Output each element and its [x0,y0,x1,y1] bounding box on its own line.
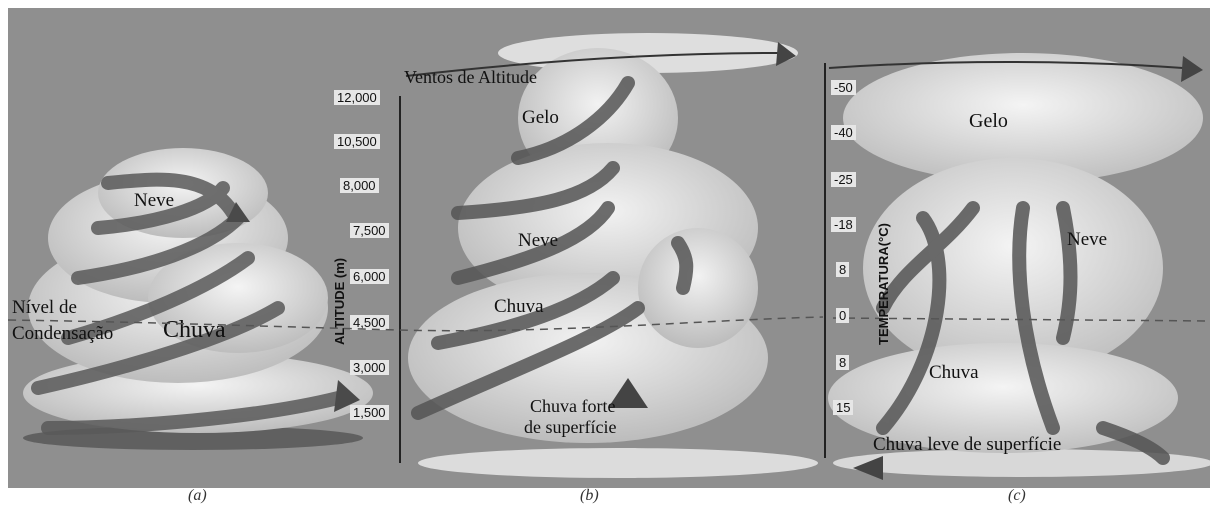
altitude-axis-title: ALTITUDE (m) [332,258,347,345]
panel-b: Ventos de Altitude Gelo Neve Chuva Chuva… [398,8,823,488]
temperature-tick: 8 [836,355,849,370]
label-condensation-line1: Nível de [12,298,77,317]
label-ice-c: Gelo [969,111,1008,131]
altitude-tick: 10,500 [334,134,380,149]
temperature-tick: 8 [836,262,849,277]
label-rain-b: Chuva [494,297,544,316]
altitude-tick: 7,500 [350,223,389,238]
temperature-tick: -40 [831,125,856,140]
temperature-tick: 0 [836,308,849,323]
altitude-tick: 3,000 [350,360,389,375]
temperature-axis-title: TEMPERATURA(°C) [876,223,891,345]
label-snow-a: Neve [134,191,174,210]
caption-b: (b) [580,487,599,505]
altitude-tick: 12,000 [334,90,380,105]
altitude-tick: 6,000 [350,269,389,284]
altitude-tick: 1,500 [350,405,389,420]
label-snow-b: Neve [518,231,558,250]
label-rain-a: Chuva [163,318,226,342]
altitude-tick: 8,000 [340,178,379,193]
label-ice-b: Gelo [522,108,559,127]
label-condensation-line2: Condensação [12,324,113,343]
cloud-a-illustration [8,8,398,488]
label-heavy-rain-line2: de superfície [524,418,616,436]
label-winds: Ventos de Altitude [404,68,537,86]
temperature-tick: 15 [833,400,853,415]
label-heavy-rain-line1: Chuva forte [530,397,615,415]
panel-a: Neve Nível de Condensação Chuva [8,8,398,488]
altitude-tick: 4,500 [350,315,389,330]
temperature-tick: -18 [831,217,856,232]
temperature-tick: -50 [831,80,856,95]
caption-c: (c) [1008,487,1026,505]
label-rain-c: Chuva [929,363,979,382]
label-light-rain: Chuva leve de superfície [873,435,1061,454]
temperature-tick: -25 [831,172,856,187]
label-snow-c: Neve [1067,230,1107,249]
caption-a: (a) [188,487,207,505]
